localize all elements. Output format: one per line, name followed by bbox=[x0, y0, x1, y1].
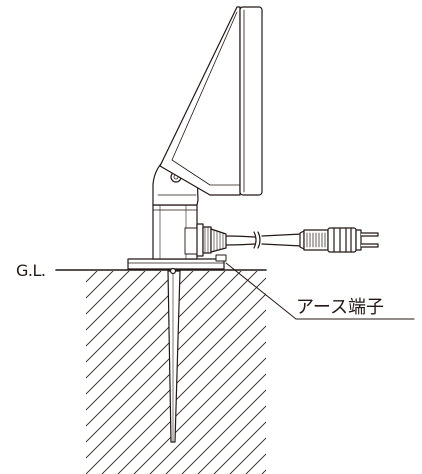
earth-terminal-leader bbox=[225, 262, 415, 320]
ground-level-label: G.L. bbox=[16, 261, 46, 280]
lamp-housing bbox=[159, 6, 263, 196]
cable-gland bbox=[196, 223, 227, 257]
earth-terminal-label: アース端子 bbox=[296, 297, 385, 318]
power-plug bbox=[299, 227, 379, 253]
power-cable bbox=[225, 231, 303, 249]
mounting-column bbox=[152, 204, 198, 260]
